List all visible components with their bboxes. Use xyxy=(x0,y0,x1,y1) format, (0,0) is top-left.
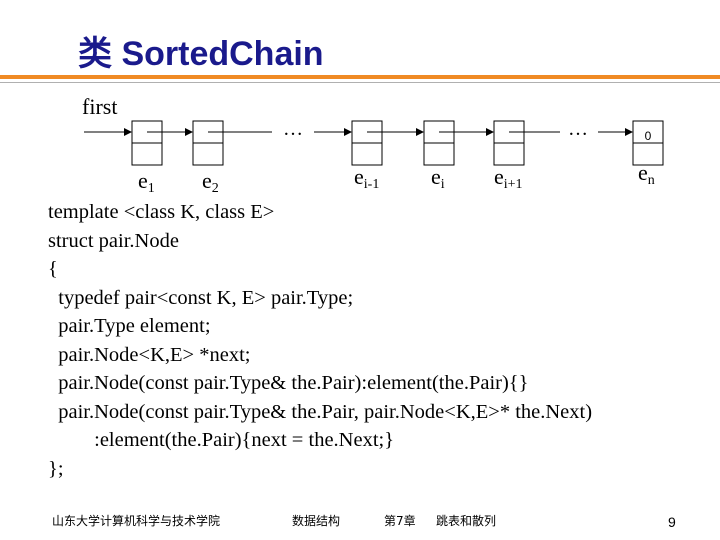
node-label-2: e2 xyxy=(202,168,219,196)
code-line: struct pair.Node xyxy=(48,229,179,252)
footer-chapter: 第7章 xyxy=(384,514,416,528)
node-1 xyxy=(131,120,163,166)
title-underline-thin xyxy=(0,82,720,83)
code-line: pair.Node(const pair.Type& the.Pair, pai… xyxy=(48,400,593,423)
code-line: { xyxy=(48,258,58,280)
ellipsis-2: … xyxy=(568,118,588,140)
code-line: :element(the.Pair){next = the.Next;} xyxy=(48,429,395,451)
node-n xyxy=(632,120,664,166)
node-label-i: ei xyxy=(431,164,445,192)
code-line: pair.Node<K,E> *next; xyxy=(48,343,251,366)
title-underline xyxy=(0,75,720,79)
code-line: pair.Node(const pair.Type& the.Pair):ele… xyxy=(48,372,529,394)
node-label-i-minus-1: ei-1 xyxy=(354,164,380,192)
slide-title: 类 SortedChain xyxy=(78,35,324,73)
node-i-plus-1 xyxy=(493,120,525,166)
node-i-minus-1 xyxy=(351,120,383,166)
footer-school: 山东大学计算机科学与技术学院 xyxy=(52,514,221,528)
null-pointer-mark: 0 xyxy=(645,129,652,143)
node-2 xyxy=(192,120,224,166)
code-line: }; xyxy=(48,457,64,480)
chain-diagram: … … 0 xyxy=(84,118,664,166)
page-number: 9 xyxy=(668,514,676,530)
code-line: typedef pair<const K, E> pair.Type; xyxy=(48,286,354,309)
code-line: template <class K, class E> xyxy=(48,201,275,223)
ellipsis-1: … xyxy=(283,118,303,140)
node-label-i-plus-1: ei+1 xyxy=(494,164,523,192)
node-label-1: e1 xyxy=(138,168,155,196)
head-pointer-label: first xyxy=(82,94,118,119)
node-i xyxy=(423,120,455,166)
footer-course: 数据结构 xyxy=(292,514,341,528)
node-label-n: en xyxy=(638,160,655,188)
code-line: pair.Type element; xyxy=(48,315,211,337)
footer-topic: 跳表和散列 xyxy=(436,514,497,528)
code-block: template <class K, class E> struct pair.… xyxy=(48,198,592,483)
